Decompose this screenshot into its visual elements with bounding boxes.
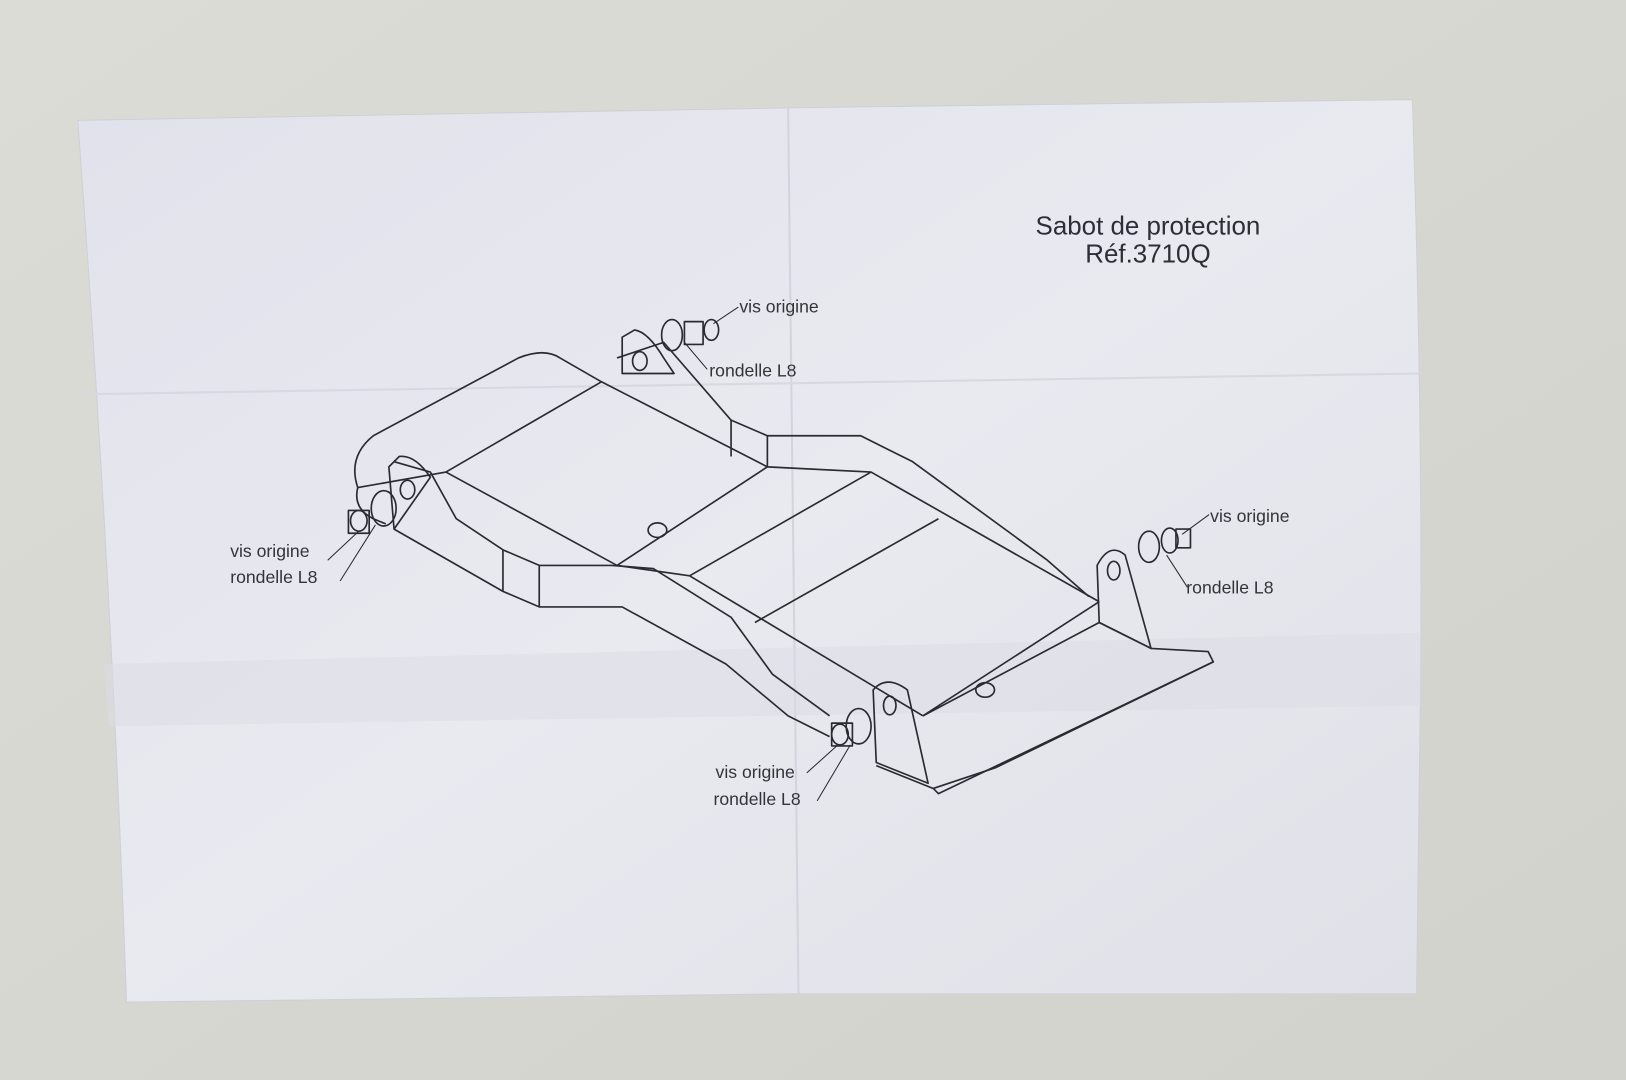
callout-labels: vis origine rondelle L8 vis origine rond… [230, 296, 1289, 809]
label-top-washer: rondelle L8 [709, 361, 796, 381]
label-bottom-screw: vis origine [716, 762, 796, 782]
bolt-bottom [830, 707, 872, 747]
title-block: Sabot de protection Réf.3710Q [1036, 212, 1261, 268]
label-left-washer: rondelle L8 [230, 567, 317, 587]
paper-fold-horizontal [82, 372, 1421, 396]
paper-sheet [77, 99, 1422, 1003]
label-right-washer: rondelle L8 [1186, 577, 1273, 597]
label-top-screw: vis origine [739, 296, 819, 316]
paper-fold-vertical [787, 107, 800, 994]
label-bottom-washer: rondelle L8 [713, 789, 800, 809]
paper-shadow-band [103, 632, 1421, 727]
bolt-right [1137, 527, 1192, 564]
title-line2-reference: Réf.3710Q [1085, 240, 1210, 268]
label-left-screw: vis origine [230, 541, 310, 561]
title-line1: Sabot de protection [1036, 212, 1261, 240]
label-right-screw: vis origine [1210, 506, 1290, 526]
skid-plate-drawing [327, 306, 1215, 802]
bolt-top [660, 318, 720, 352]
